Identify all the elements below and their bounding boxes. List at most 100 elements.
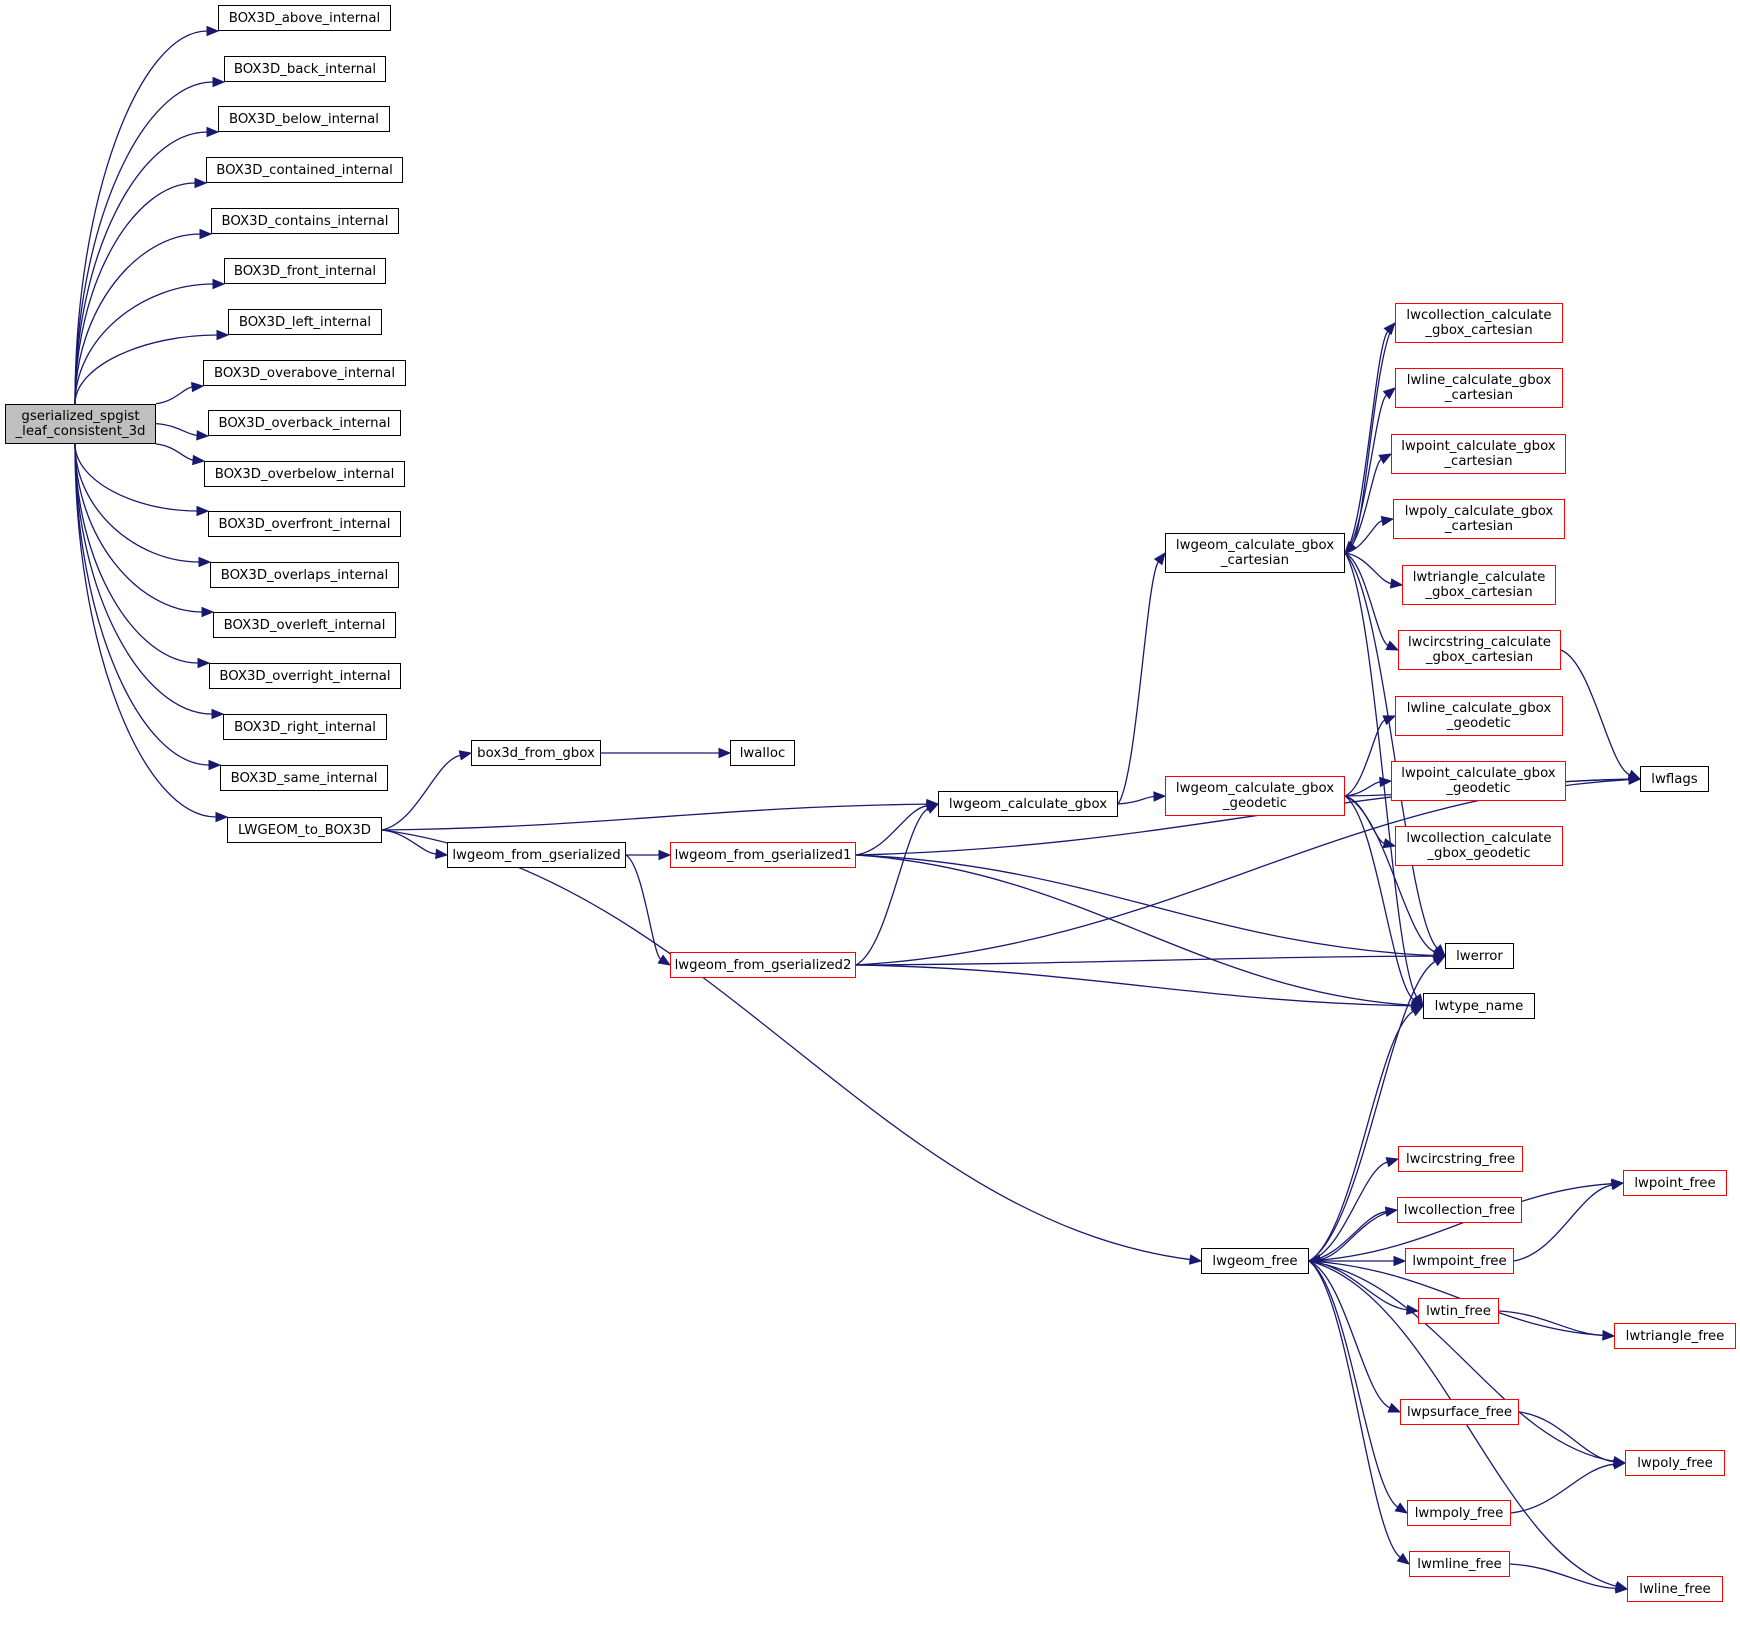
arrowhead-icon bbox=[216, 329, 230, 341]
arrowhead-icon bbox=[196, 505, 210, 517]
edge-from_gser1-to-calc_gbox bbox=[855, 805, 928, 856]
node-overleft[interactable]: BOX3D_overleft_internal bbox=[213, 612, 396, 638]
node-box3d-from-gbox[interactable]: box3d_from_gbox bbox=[471, 740, 601, 766]
arrowhead-icon bbox=[1379, 776, 1393, 788]
node-lwtype-name[interactable]: lwtype_name bbox=[1423, 993, 1535, 1019]
node-poly-free[interactable]: lwpoly_free bbox=[1625, 1450, 1725, 1476]
edge-calc_cart-to-lwerror bbox=[1344, 552, 1438, 949]
node-label: lwgeom_calculate_gbox bbox=[948, 796, 1108, 812]
node-line-cart[interactable]: lwline_calculate_gbox _cartesian bbox=[1395, 368, 1563, 408]
arrowhead-icon bbox=[212, 278, 226, 290]
arrowhead-icon bbox=[1628, 773, 1642, 785]
edge-to_box3d-to-calc_gbox bbox=[381, 803, 928, 831]
node-front[interactable]: BOX3D_front_internal bbox=[224, 258, 386, 284]
node-tri-free[interactable]: lwtriangle_free bbox=[1614, 1323, 1736, 1349]
arrowhead-icon bbox=[1153, 791, 1167, 802]
node-label: lwline_free bbox=[1639, 1581, 1711, 1597]
node-label: BOX3D_overlaps_internal bbox=[220, 567, 389, 583]
node-poly-cart[interactable]: lwpoly_calculate_gbox _cartesian bbox=[1393, 499, 1565, 539]
node-right[interactable]: BOX3D_right_internal bbox=[223, 714, 387, 740]
node-label: BOX3D_below_internal bbox=[229, 111, 379, 127]
node-lwalloc[interactable]: lwalloc bbox=[730, 740, 795, 766]
node-from-gser[interactable]: lwgeom_from_gserialized bbox=[447, 842, 626, 868]
edge-from_gser2-to-lwerror bbox=[855, 955, 1435, 966]
node-calc-cart[interactable]: lwgeom_calculate_gbox _cartesian bbox=[1165, 533, 1345, 573]
node-below[interactable]: BOX3D_below_internal bbox=[218, 106, 390, 132]
node-contains[interactable]: BOX3D_contains_internal bbox=[211, 208, 399, 234]
node-overfront[interactable]: BOX3D_overfront_internal bbox=[208, 511, 401, 537]
node-label: BOX3D_right_internal bbox=[234, 719, 376, 735]
edge-root-to-overbelow bbox=[155, 443, 194, 461]
node-label: lwgeom_free bbox=[1212, 1253, 1298, 1269]
edge-psurf_free-to-poly_free bbox=[1518, 1411, 1615, 1463]
node-label: lwmline_free bbox=[1417, 1556, 1502, 1572]
edge-root-to-right bbox=[74, 443, 213, 715]
node-left[interactable]: BOX3D_left_internal bbox=[228, 309, 382, 335]
node-point-geod[interactable]: lwpoint_calculate_gbox _geodetic bbox=[1391, 761, 1566, 801]
node-label: lwpoly_free bbox=[1637, 1455, 1713, 1471]
edge-calc_geod-to-lwtype_name bbox=[1344, 795, 1415, 1001]
node-label: lwline_calculate_gbox _cartesian bbox=[1406, 373, 1552, 403]
node-back[interactable]: BOX3D_back_internal bbox=[224, 56, 386, 82]
node-label: lwtin_free bbox=[1426, 1303, 1491, 1319]
node-label: lwtype_name bbox=[1434, 998, 1524, 1014]
arrowhead-icon bbox=[197, 657, 211, 669]
arrowhead-icon bbox=[435, 848, 449, 860]
node-label: lwflags bbox=[1651, 771, 1698, 787]
node-from-gser2[interactable]: lwgeom_from_gserialized2 bbox=[670, 952, 856, 978]
node-same[interactable]: BOX3D_same_internal bbox=[220, 765, 388, 791]
node-label: BOX3D_overright_internal bbox=[219, 668, 391, 684]
arrowhead-icon bbox=[212, 76, 226, 88]
edge-root-to-contains bbox=[74, 233, 201, 405]
node-mpoly-free[interactable]: lwmpoly_free bbox=[1407, 1500, 1511, 1526]
edge-mpoly_free-to-poly_free bbox=[1510, 1463, 1615, 1514]
arrowhead-icon bbox=[192, 454, 206, 466]
edge-lwgeom_free-to-psurf_free bbox=[1308, 1260, 1391, 1409]
node-psurf-free[interactable]: lwpsurface_free bbox=[1400, 1399, 1519, 1425]
edge-to_box3d-to-box3d_from_gbox bbox=[381, 754, 461, 831]
node-to-box3d[interactable]: LWGEOM_to_BOX3D bbox=[227, 817, 382, 843]
node-label: BOX3D_left_internal bbox=[238, 314, 372, 330]
node-coll-free[interactable]: lwcollection_free bbox=[1397, 1197, 1522, 1223]
node-from-gser1[interactable]: lwgeom_from_gserialized1 bbox=[670, 842, 856, 868]
node-contained[interactable]: BOX3D_contained_internal bbox=[206, 157, 403, 183]
node-label: BOX3D_overback_internal bbox=[218, 415, 391, 431]
node-tri-cart[interactable]: lwtriangle_calculate _gbox_cartesian bbox=[1402, 565, 1556, 605]
node-coll-cart[interactable]: lwcollection_calculate _gbox_cartesian bbox=[1395, 303, 1563, 343]
node-overabove[interactable]: BOX3D_overabove_internal bbox=[203, 360, 406, 386]
node-circ-free[interactable]: lwcircstring_free bbox=[1398, 1146, 1523, 1172]
node-circ-cart[interactable]: lwcircstring_calculate _gbox_cartesian bbox=[1398, 630, 1561, 670]
node-point-free[interactable]: lwpoint_free bbox=[1623, 1170, 1727, 1196]
node-above[interactable]: BOX3D_above_internal bbox=[218, 5, 391, 31]
node-point-cart[interactable]: lwpoint_calculate_gbox _cartesian bbox=[1391, 434, 1566, 474]
arrowhead-icon bbox=[1613, 1459, 1627, 1470]
node-lwgeom-free[interactable]: lwgeom_free bbox=[1201, 1248, 1309, 1274]
edge-lwgeom_free-to-poly_free bbox=[1308, 1260, 1615, 1462]
edge-root-to-contained bbox=[74, 182, 196, 405]
node-label: lwpoint_free bbox=[1634, 1175, 1716, 1191]
node-calc-gbox[interactable]: lwgeom_calculate_gbox bbox=[938, 791, 1118, 817]
edge-lwgeom_free-to-mpoly_free bbox=[1308, 1260, 1399, 1508]
node-tin-free[interactable]: lwtin_free bbox=[1418, 1298, 1499, 1324]
node-mpoint-free[interactable]: lwmpoint_free bbox=[1405, 1248, 1514, 1274]
node-overlaps[interactable]: BOX3D_overlaps_internal bbox=[210, 562, 399, 588]
node-label: lwpoly_calculate_gbox _cartesian bbox=[1404, 504, 1554, 534]
node-calc-geod[interactable]: lwgeom_calculate_gbox _geodetic bbox=[1165, 776, 1345, 816]
node-mline-free[interactable]: lwmline_free bbox=[1409, 1551, 1510, 1577]
node-label: lwtriangle_calculate _gbox_cartesian bbox=[1412, 570, 1546, 600]
edge-coll_cart-to-calc_cart bbox=[1351, 322, 1396, 546]
node-overright[interactable]: BOX3D_overright_internal bbox=[209, 663, 401, 689]
node-line-geod[interactable]: lwline_calculate_gbox _geodetic bbox=[1395, 696, 1563, 736]
node-overback[interactable]: BOX3D_overback_internal bbox=[208, 410, 401, 436]
node-label: BOX3D_overabove_internal bbox=[213, 365, 396, 381]
node-lwflags[interactable]: lwflags bbox=[1640, 766, 1709, 792]
arrowhead-icon bbox=[1432, 946, 1447, 957]
node-coll-geod[interactable]: lwcollection_calculate _gbox_geodetic bbox=[1395, 826, 1563, 866]
edge-root-to-overleft bbox=[74, 443, 203, 613]
node-lwerror[interactable]: lwerror bbox=[1445, 943, 1514, 969]
node-line-free[interactable]: lwline_free bbox=[1627, 1576, 1723, 1602]
node-label: lwgeom_calculate_gbox _cartesian bbox=[1175, 538, 1335, 568]
node-label: lwgeom_calculate_gbox _geodetic bbox=[1175, 781, 1335, 811]
node-overbelow[interactable]: BOX3D_overbelow_internal bbox=[204, 461, 405, 487]
edge-root-to-back bbox=[74, 81, 214, 405]
